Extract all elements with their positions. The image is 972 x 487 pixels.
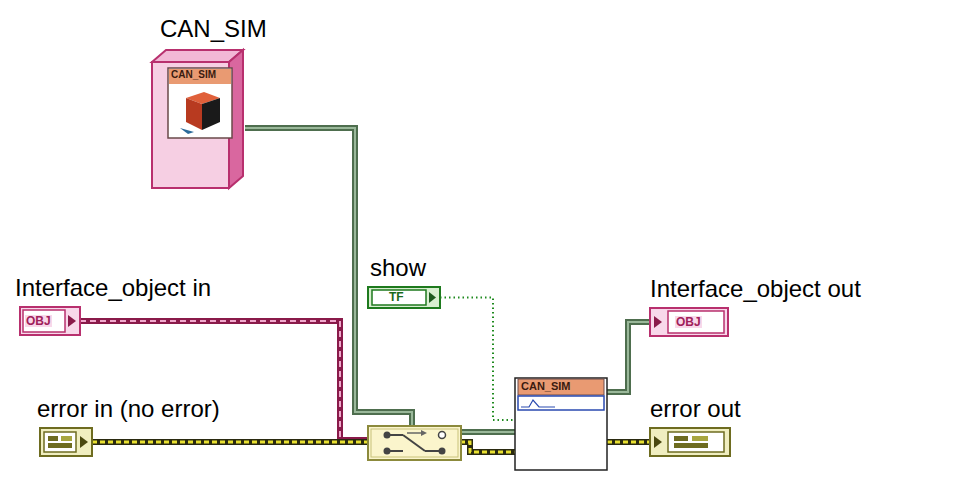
select-node: [367, 425, 462, 461]
control-terminal: Interface_object inOBJ: [20, 307, 80, 335]
wire: [607, 442, 650, 443]
terminal-label: error in (no error): [37, 396, 220, 422]
wire-stroke: [80, 321, 515, 440]
wire-stroke: [607, 322, 650, 392]
wire-stroke: [245, 128, 515, 432]
boolean-control-terminal: showTF: [368, 287, 440, 308]
terminal-label: CAN_SIM: [160, 16, 267, 42]
wire: [80, 321, 515, 440]
wire: [245, 128, 515, 432]
icon-caption: OBJ: [25, 315, 52, 327]
error-control-terminal-outline: [40, 428, 92, 456]
terminal-label: show: [370, 255, 426, 281]
wire-stroke: [607, 439, 650, 445]
wire-stroke: [245, 128, 515, 432]
icon-caption: CAN_SIM: [170, 70, 217, 80]
error-control-terminal: error in (no error): [40, 428, 92, 456]
icon-caption: CAN_SIM: [520, 381, 572, 392]
wire-stroke: [607, 441, 650, 444]
terminal-label: error out: [650, 396, 741, 422]
wire-stroke: [80, 321, 515, 440]
error-indicator-terminal-outline: [650, 428, 730, 456]
terminal-label: Interface_object out: [650, 276, 861, 302]
method-node: CAN_SIM: [515, 378, 607, 470]
wire-stroke: [607, 322, 650, 392]
wire: [440, 298, 515, 421]
class-constant: CAN_SIMCAN_SIM: [150, 48, 245, 190]
icon-caption: TF: [388, 291, 405, 303]
wire-stroke: [440, 298, 515, 421]
wire: [607, 322, 650, 392]
terminal-label: Interface_object in: [15, 275, 211, 301]
error-indicator-terminal: error out: [650, 428, 730, 456]
icon-caption: OBJ: [675, 316, 702, 328]
indicator-terminal: Interface_object outOBJ: [650, 308, 728, 336]
